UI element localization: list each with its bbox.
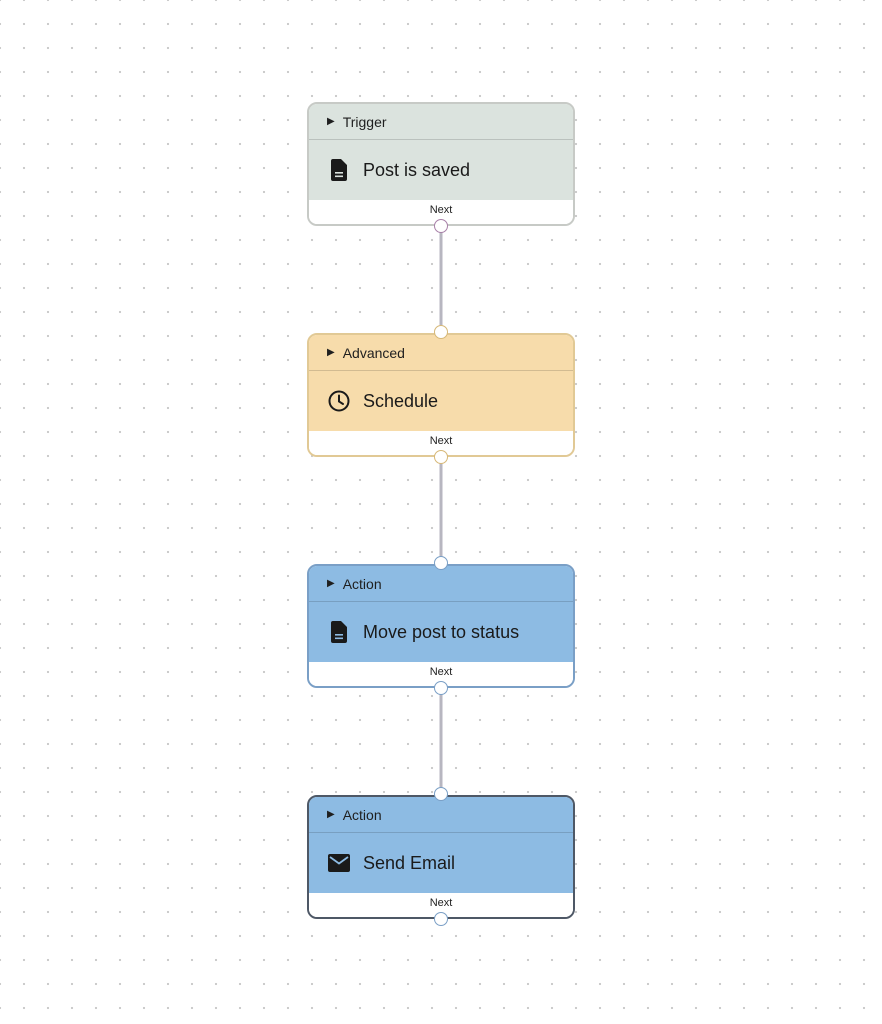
node-title: Post is saved [363,159,471,180]
trigger-output-handle[interactable] [434,219,448,233]
node-header[interactable]: ▶ Trigger [309,104,573,140]
send-email-input-handle[interactable] [434,787,448,801]
expand-caret-icon[interactable]: ▶ [327,578,335,589]
document-icon [327,158,351,182]
move-post-input-handle[interactable] [434,556,448,570]
node-body[interactable]: Schedule [309,371,573,431]
node-category-label: Action [342,575,382,592]
node-category-label: Advanced [342,344,405,361]
send-email-output-handle[interactable] [434,912,448,926]
envelope-icon [327,851,351,875]
trigger-node-post-is-saved[interactable]: ▶ Trigger Post is saved Next [307,102,575,226]
node-title: Schedule [363,390,439,411]
node-header[interactable]: ▶ Action [309,797,573,833]
node-header[interactable]: ▶ Advanced [309,335,573,371]
expand-caret-icon[interactable]: ▶ [327,809,335,820]
schedule-input-handle[interactable] [434,325,448,339]
schedule-output-handle[interactable] [434,450,448,464]
node-category-label: Action [342,806,382,823]
node-body[interactable]: Post is saved [309,140,573,200]
node-body[interactable]: Move post to status [309,602,573,662]
node-title: Send Email [363,852,456,873]
move-post-output-handle[interactable] [434,681,448,695]
expand-caret-icon[interactable]: ▶ [327,116,335,127]
node-category-label: Trigger [342,113,387,130]
node-header[interactable]: ▶ Action [309,566,573,602]
action-node-move-post-to-status[interactable]: ▶ Action Move post to status Next [307,564,575,688]
node-title: Move post to status [363,621,520,642]
action-node-send-email[interactable]: ▶ Action Send Email Next [307,795,575,919]
expand-caret-icon[interactable]: ▶ [327,347,335,358]
node-body[interactable]: Send Email [309,833,573,893]
clock-icon [327,389,351,413]
advanced-node-schedule[interactable]: ▶ Advanced Schedule Next [307,333,575,457]
document-icon [327,620,351,644]
